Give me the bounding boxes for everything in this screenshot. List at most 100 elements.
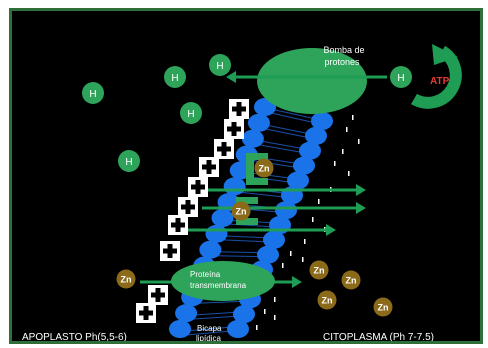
lipid-tail [185, 330, 233, 336]
membrane-diagram: Bomba de protones ATP Proteína transmem [22, 44, 462, 343]
hydrogen-ion-label: H [171, 73, 178, 84]
pump-arrowhead [226, 71, 236, 83]
arrowhead-2 [356, 202, 366, 214]
hydrogen-ion-label: H [89, 89, 96, 100]
lipid-tail [192, 315, 239, 320]
zinc-ion-label: Zn [236, 207, 247, 217]
diagram-canvas: Bomba de protones ATP Proteína transmem [9, 8, 483, 344]
membrane-dash [302, 257, 304, 262]
arrowhead-3 [326, 224, 336, 236]
lipid-head [275, 201, 297, 220]
cytoplasm-label: CITOPLASMA (Ph 7-7.5) [323, 332, 434, 343]
lipid-head [263, 230, 285, 249]
bilayer-label-line1: Bicapa [197, 324, 222, 333]
membrane-dash [274, 315, 276, 320]
atp-label: ATP [430, 76, 450, 87]
zinc-ion [254, 158, 274, 178]
lipid-head [247, 113, 270, 132]
lipid-tail [246, 175, 293, 183]
lipid-head [205, 224, 228, 243]
lipid-tail [258, 144, 305, 154]
zinc-ion [231, 201, 251, 221]
lipid-tail [270, 112, 317, 124]
plus-icon [181, 204, 195, 210]
protein-label-line2: transmembrana [190, 281, 247, 290]
protein-arrowhead [292, 276, 302, 288]
hydrogen-ion [390, 66, 412, 88]
membrane-dash [346, 127, 348, 132]
lipid-head [227, 320, 249, 338]
membrane-dash [342, 149, 344, 154]
apoplast-label: APOPLASTO Ph(5,5-6) [22, 332, 127, 343]
lipid-head [211, 209, 234, 227]
membrane-dash [304, 239, 306, 244]
zinc-ion-label: Zn [378, 303, 389, 313]
transmembrane-protein [171, 261, 275, 301]
hydrogen-ion-label: H [125, 157, 132, 168]
atp-arrowhead-icon [432, 44, 458, 65]
plus-icon [202, 164, 216, 170]
plus-charges [136, 99, 249, 323]
zinc-ion [317, 290, 337, 310]
lipid-tail [216, 255, 263, 258]
zinc-ion-label: Zn [259, 164, 270, 174]
lipid-tail [185, 326, 233, 332]
lipid-tail [192, 311, 239, 316]
pump-label-line1: Bomba de [323, 45, 364, 55]
zinc-ion [309, 260, 329, 280]
hydrogen-ion [209, 54, 231, 76]
zinc-ion [116, 269, 136, 289]
membrane-dash [274, 297, 276, 302]
membrane-dash [318, 199, 320, 204]
lipid-head [311, 112, 333, 130]
membrane-dash [348, 171, 350, 176]
lipid-head [223, 177, 246, 196]
hydrogen-ion [180, 102, 202, 124]
plus-icon [232, 106, 246, 112]
membrane-dash [312, 217, 314, 222]
plus-icon [139, 310, 153, 316]
zinc-ion-label: Zn [314, 266, 325, 276]
membrane-dash [352, 115, 354, 120]
hydrogen-ion-label: H [187, 109, 194, 120]
lipid-tail [240, 191, 287, 198]
membrane-dash [334, 161, 336, 166]
lipid-tail [264, 128, 311, 139]
plus-icon [151, 292, 165, 298]
lipid-head [169, 320, 191, 338]
membrane-dash [256, 325, 258, 330]
lipid-tail [258, 140, 305, 150]
hydrogen-ion [82, 82, 104, 104]
lipid-tail [222, 235, 269, 239]
protein-label-line1: Proteína [190, 270, 221, 279]
lipid-head [241, 129, 264, 148]
pump-label-line2: protones [324, 57, 360, 67]
hydrogen-ion-label: H [397, 73, 404, 84]
zinc-carrier-upper [246, 153, 268, 185]
zinc-ion-label: Zn [346, 276, 357, 286]
plus-icon [217, 146, 231, 152]
zinc-ion-label: Zn [121, 275, 132, 285]
lipid-tail [198, 300, 245, 304]
hydrogen-ion [164, 66, 186, 88]
plus-icon [163, 248, 177, 254]
membrane-dash [358, 139, 360, 144]
hydrogen-ion [118, 150, 140, 172]
lipid-tail [270, 108, 317, 120]
lipid-head [293, 156, 315, 175]
zinc-ion [373, 297, 393, 317]
plus-icon [227, 126, 241, 132]
membrane-dash [282, 263, 284, 268]
lipid-head [175, 304, 198, 323]
lipid-head [257, 245, 279, 264]
lipid-head [199, 240, 222, 259]
proton-pump [257, 48, 367, 114]
lipid-tail [264, 124, 311, 135]
lipid-head [287, 171, 309, 190]
membrane-dash [290, 251, 292, 256]
zinc-ion [341, 270, 361, 290]
lipid-tail [216, 251, 263, 254]
